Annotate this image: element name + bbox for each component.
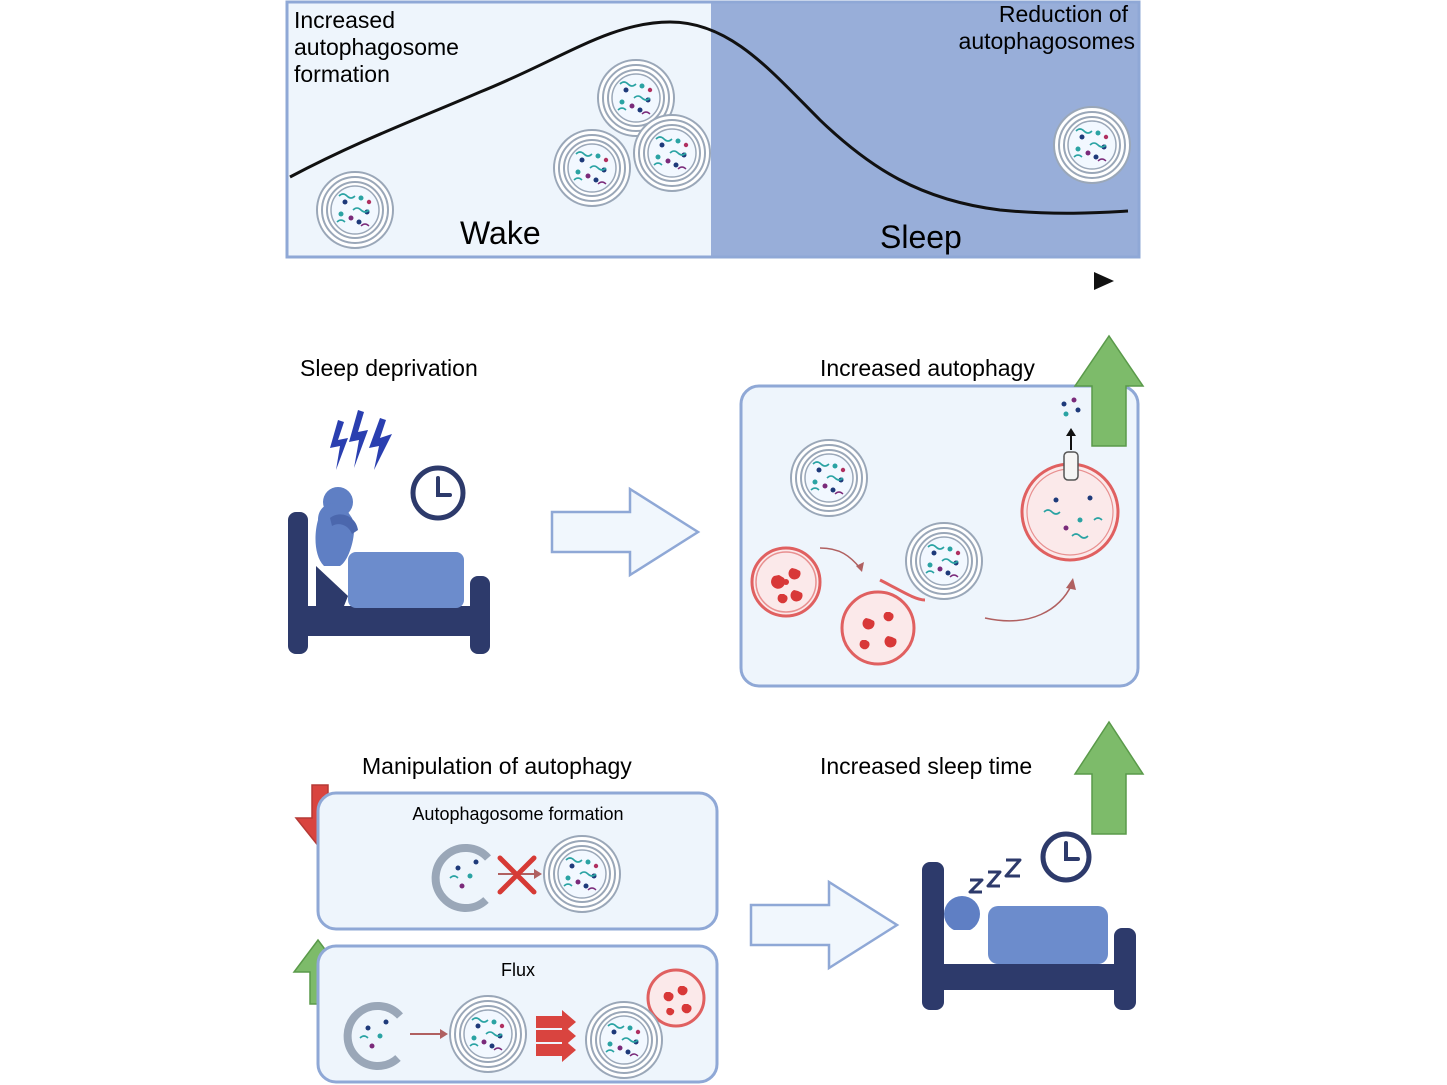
lightning-icon (330, 410, 392, 470)
up-arrow-icon (1073, 334, 1145, 447)
x-cross-icon (497, 855, 537, 895)
sleeper-head (944, 896, 980, 932)
autophagosome-curve (289, 20, 1129, 215)
autophagosome-icon (633, 114, 711, 192)
autophagosome-icon (543, 835, 621, 913)
increased-autophagy-box (739, 384, 1140, 688)
increased-autophagy-label: Increased autophagy (820, 355, 1035, 381)
autophagosome-formation-box: Autophagosome formation (316, 791, 719, 931)
autophagosome-icon (316, 171, 394, 249)
top-panel-border (285, 0, 1141, 259)
wake-label: Wake (460, 215, 541, 251)
reduction-label-2: autophagosomes (959, 28, 1135, 54)
right-arrow-icon (550, 487, 700, 577)
autophagosome-icon (1053, 106, 1131, 184)
autolysosome (585, 968, 706, 1079)
sleep-label: Sleep (880, 219, 962, 255)
reduction-label-1: Reduction of (999, 1, 1129, 27)
sleeping-illustration (922, 831, 1136, 1010)
flux-arrows (536, 1010, 576, 1062)
autolysosome (840, 522, 983, 666)
increased-formation-label-1: Increased (294, 7, 395, 33)
clock-icon (410, 465, 466, 521)
right-arrow-icon (749, 880, 899, 970)
flux-label: Flux (501, 960, 535, 980)
lysosome-icon (750, 546, 822, 618)
sleep-deprivation-illustration (288, 410, 490, 654)
degradation-arrow (984, 583, 1073, 622)
manipulation-label: Manipulation of autophagy (362, 753, 632, 779)
zzz-icon (968, 858, 1022, 894)
increased-formation-label-2: autophagosome (294, 34, 459, 60)
phagophore-icon (431, 844, 491, 912)
increased-sleep-label: Increased sleep time (820, 753, 1032, 779)
flux-box: Flux (316, 944, 719, 1084)
bed (288, 512, 490, 654)
phagophore-icon (343, 1002, 403, 1070)
autophagosome-icon (449, 995, 527, 1073)
blanket (348, 552, 464, 608)
fusion-arrow (819, 547, 861, 569)
autophagosome-formation-label: Autophagosome formation (412, 804, 623, 824)
autophagosome-icon (790, 439, 868, 517)
sleep-deprivation-label: Sleep deprivation (300, 355, 478, 381)
clock-icon (1040, 831, 1092, 883)
blanket (988, 906, 1108, 964)
person (315, 487, 358, 566)
up-arrow-icon (1073, 720, 1145, 835)
increased-formation-label-3: formation (294, 61, 390, 87)
autophagosome-icon (553, 129, 631, 207)
timeline-arrow (305, 272, 1114, 290)
lysosome-icon (1020, 397, 1120, 562)
top-panel: Increased autophagosome formation Reduct… (285, 0, 1141, 259)
